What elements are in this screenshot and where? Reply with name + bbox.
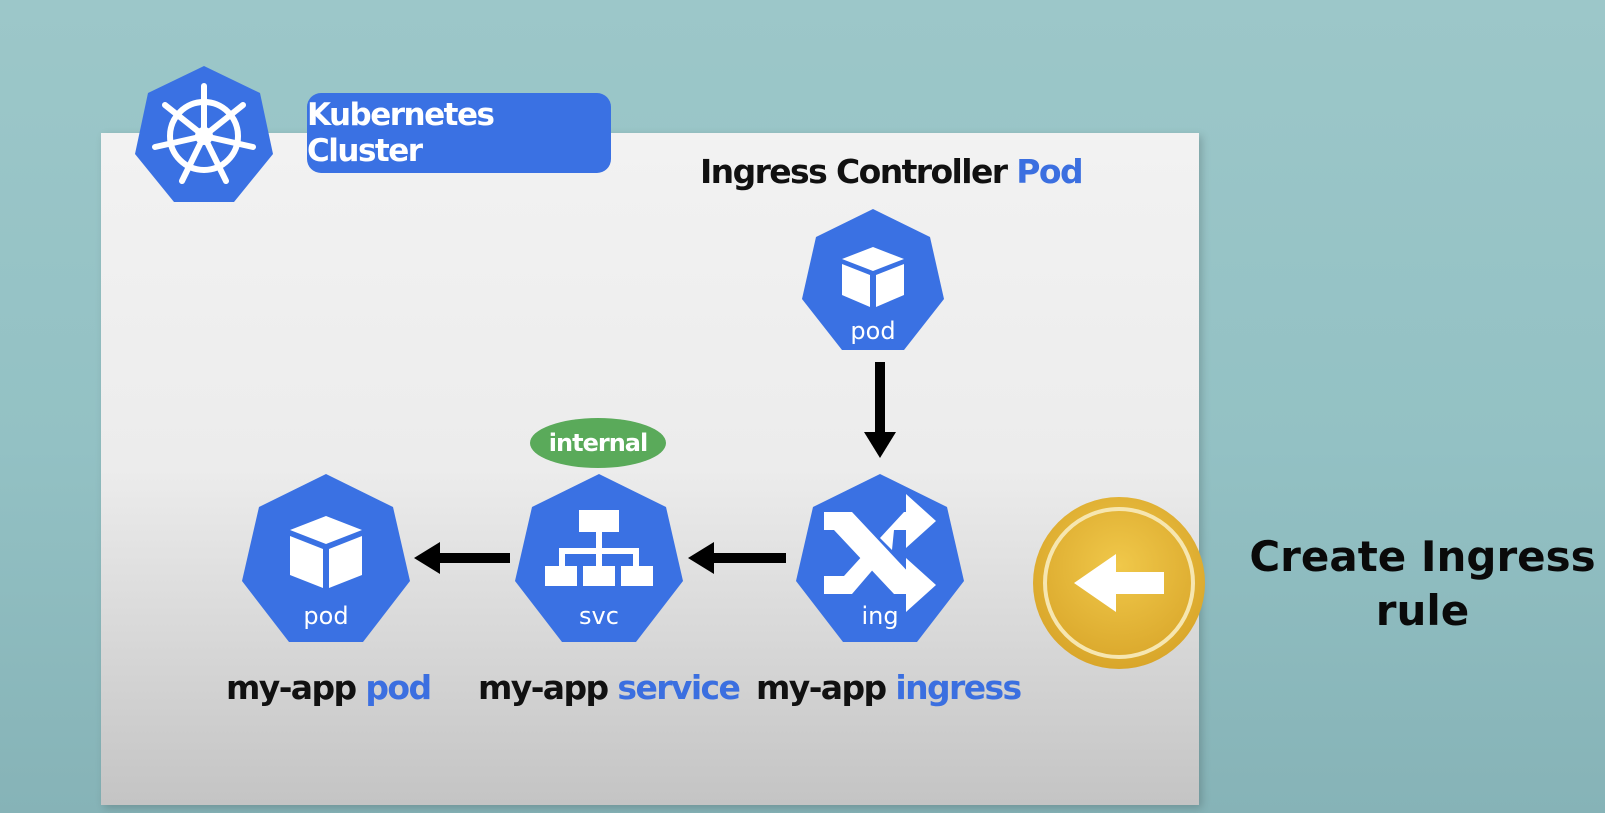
app-service-caption-prefix: my-app bbox=[478, 668, 609, 707]
pod-cube-icon bbox=[802, 209, 944, 350]
service-tree-icon bbox=[515, 474, 683, 642]
controller-pod-label: pod bbox=[850, 317, 896, 345]
ingress-shuffle-icon bbox=[796, 474, 964, 642]
side-note-line1: Create Ingress bbox=[1249, 532, 1596, 581]
app-service-caption-highlight: service bbox=[617, 668, 740, 707]
controller-title-highlight: Pod bbox=[1016, 152, 1083, 191]
internal-tag: internal bbox=[530, 418, 666, 468]
controller-title-prefix: Ingress Controller bbox=[700, 152, 1008, 191]
kubernetes-wheel-icon bbox=[135, 66, 273, 202]
side-note-line2: rule bbox=[1375, 586, 1470, 635]
arrow-left-icon bbox=[688, 542, 786, 574]
cluster-badge: Kubernetes Cluster bbox=[307, 93, 611, 173]
app-service-caption: my-app service bbox=[478, 668, 741, 707]
app-service-node: svc bbox=[513, 472, 685, 644]
app-ingress-label: ing bbox=[861, 602, 899, 630]
controller-title: Ingress Controller Pod bbox=[700, 152, 1084, 191]
app-ingress-caption-highlight: ingress bbox=[895, 668, 1022, 707]
pod-cube-icon bbox=[242, 474, 410, 642]
app-ingress-caption: my-app ingress bbox=[756, 668, 1022, 707]
app-pod-caption-prefix: my-app bbox=[226, 668, 357, 707]
app-pod-caption-highlight: pod bbox=[365, 668, 432, 707]
cluster-panel bbox=[101, 133, 1199, 805]
arrow-left-icon bbox=[414, 542, 510, 574]
app-service-label: svc bbox=[579, 602, 619, 630]
app-ingress-caption-prefix: my-app bbox=[756, 668, 887, 707]
app-ingress-node: ing bbox=[794, 472, 966, 644]
controller-pod-node: pod bbox=[800, 207, 946, 352]
app-pod-label: pod bbox=[303, 602, 349, 630]
side-note: Create Ingress rule bbox=[1240, 530, 1605, 638]
arrow-down-icon bbox=[864, 362, 896, 458]
arrow-left-icon bbox=[1074, 554, 1164, 612]
app-pod-node: pod bbox=[240, 472, 412, 644]
app-pod-caption: my-app pod bbox=[226, 668, 432, 707]
back-button[interactable] bbox=[1032, 496, 1206, 670]
